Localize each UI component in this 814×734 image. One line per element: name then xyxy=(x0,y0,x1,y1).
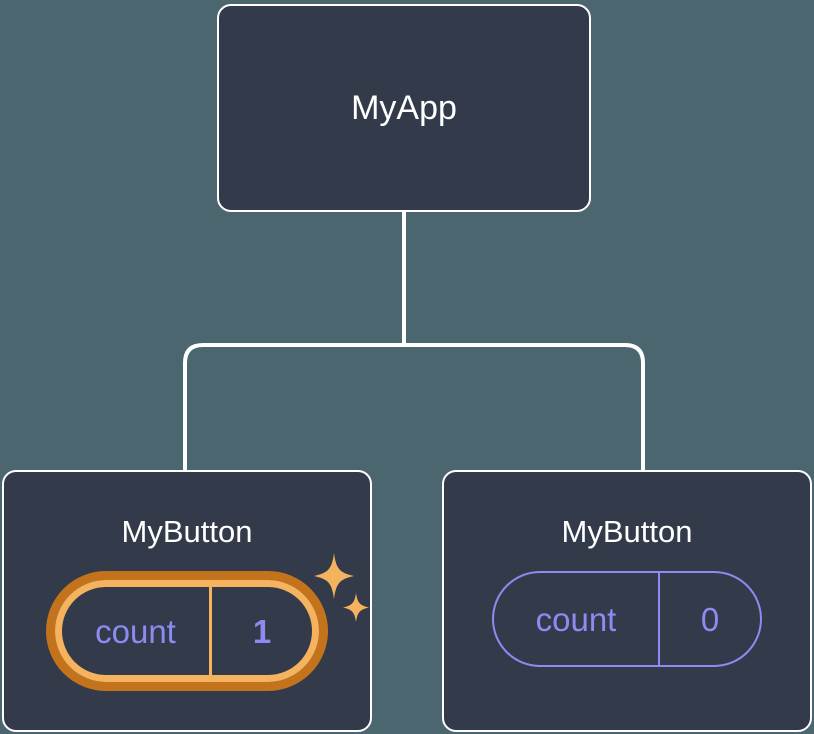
node-mybutton-1[interactable]: MyButton count 1 xyxy=(2,470,372,732)
state-pill-divider-1 xyxy=(209,587,212,675)
sparkle-small-icon xyxy=(343,593,369,622)
connector-bus xyxy=(183,343,645,470)
state-pill-plain[interactable]: count 0 xyxy=(492,571,762,667)
state-value-2: 0 xyxy=(700,600,720,638)
state-key-1: count xyxy=(95,612,176,650)
state-pill-inner-ring: count 1 xyxy=(55,580,319,682)
state-pill-wrap-2: count 0 xyxy=(492,571,762,667)
node-mybutton-1-label: MyButton xyxy=(121,514,253,549)
state-pill-highlighted[interactable]: count 1 xyxy=(46,571,328,691)
state-pill-divider-2 xyxy=(658,573,660,665)
sparkle-large-icon xyxy=(314,553,354,599)
state-pill-wrap-1: count 1 xyxy=(46,553,369,691)
state-key-2: count xyxy=(535,600,617,638)
node-mybutton-2[interactable]: MyButton count 0 xyxy=(442,470,812,732)
node-mybutton-2-label: MyButton xyxy=(561,514,693,549)
state-value-1: 1 xyxy=(252,612,272,650)
node-myapp-label: MyApp xyxy=(351,89,457,127)
node-myapp[interactable]: MyApp xyxy=(217,4,591,212)
